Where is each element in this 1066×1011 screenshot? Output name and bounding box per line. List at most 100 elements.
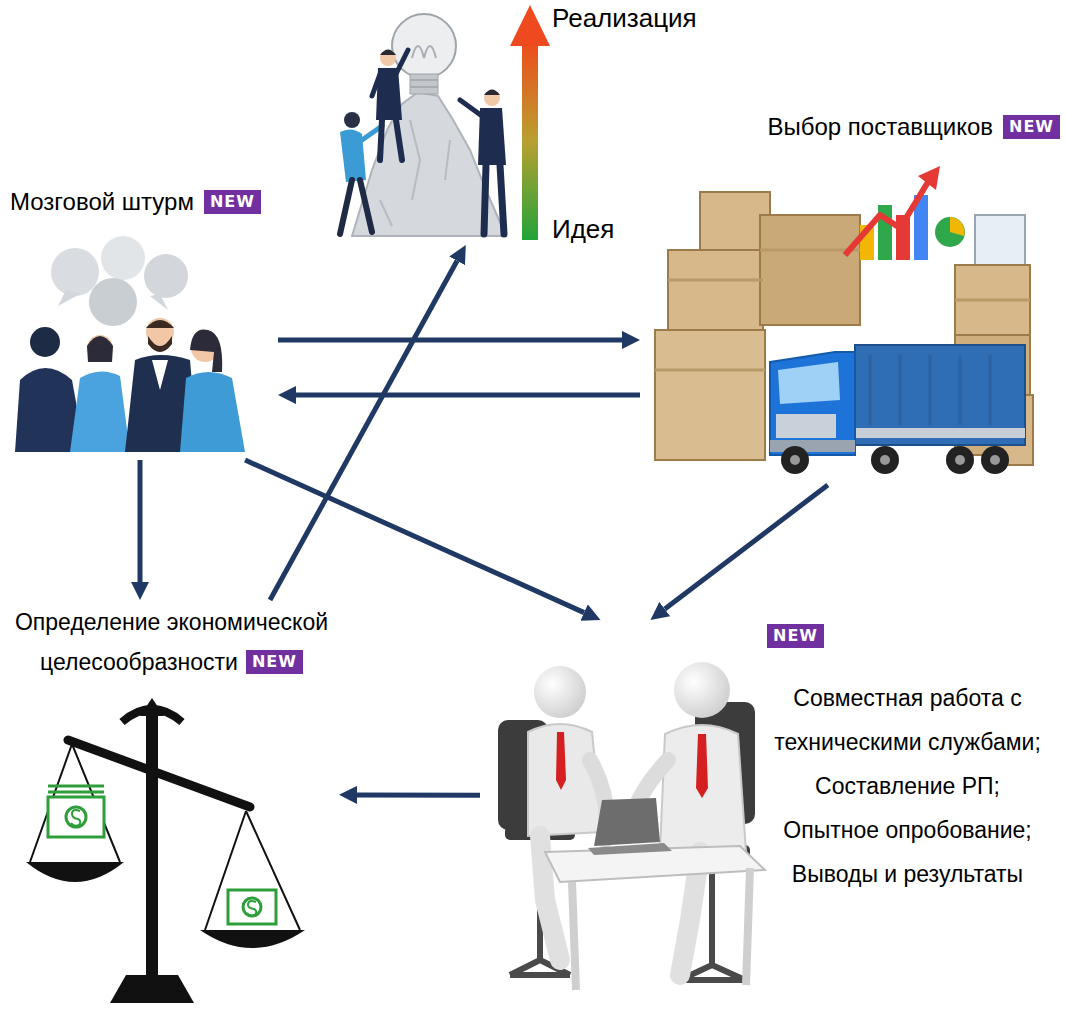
brainstorm-illustration-part [101,236,145,280]
suppliers-illustration-part [950,217,965,236]
balance-scale-illustration-part [48,786,104,792]
node-content: NEWСовместная работа с техническими служ… [480,620,1062,896]
suppliers-illustration-part [955,455,965,465]
suppliers-illustration-part [790,455,800,465]
suppliers-illustration-part [981,446,1009,474]
node-text: Выводы и результаты [792,852,1023,896]
balance-scale-illustration-part [146,714,158,980]
suppliers-illustration-part [770,440,855,452]
balance-scale-illustration-part [48,797,104,837]
brainstorm-illustration-part [89,278,137,326]
node-content: Выбор поставщиков NEW [640,110,1062,144]
idea-illustration-part [380,120,450,226]
idea-illustration-part [410,80,438,87]
joint-work-node: NEWСовместная работа с техническими служ… [480,620,1062,1005]
idea-illustration-part [484,90,500,106]
idea-illustration-part [510,5,550,46]
brainstorm-illustration-part [58,290,168,310]
idea-illustration-part [484,90,500,96]
balance-scale-illustration-part [205,811,300,930]
idea-illustration-part [380,50,396,56]
meeting-illustration-part [660,725,746,852]
meeting-illustration-part [572,868,750,990]
brainstorm-illustration-part [146,320,174,328]
meeting-illustration [498,662,765,990]
brainstorm-illustration-part [70,371,130,452]
idea-illustration-part [412,46,436,58]
suppliers-illustration-part [990,455,1000,465]
node-content: Мозговой штурм NEW [8,185,278,219]
meeting-illustration-part [556,732,566,790]
flow-arrow [245,460,584,613]
idea-illustration-part [484,165,504,234]
balance-scale-illustration-part [110,975,194,1003]
balance-scale-illustration-part [228,890,276,924]
new-badge: NEW [1003,115,1060,139]
brainstorm-illustration-part [30,327,60,357]
idea-illustration-part [380,120,402,160]
balance-scale-illustration-part [140,698,164,716]
suppliers-illustration-part [935,217,965,247]
suppliers-illustration-part [776,414,836,438]
flow-arrow [665,485,828,609]
meeting-illustration-part [674,662,730,718]
brainstorm-node: Мозговой штурм NEW [8,185,278,460]
brainstorm-illustration-part [190,329,222,372]
flow-arrow [296,393,640,398]
meeting-illustration-part [588,843,672,855]
balance-scale-illustration-part [243,898,261,916]
suppliers-illustration-part [880,455,890,465]
idea-illustration-part [344,112,360,128]
brainstorm-illustration-part [144,254,188,298]
suppliers-illustration-part [655,330,765,460]
new-badge: NEW [246,650,303,674]
suppliers-illustration-part [955,265,1030,340]
balance-scale-illustration-part [200,930,305,948]
suppliers-illustration-part [760,215,860,325]
flow-arrow [138,460,143,582]
node-text: Составление РП; [815,764,1000,808]
meeting-illustration-part [696,734,708,798]
balance-scale-illustration [26,698,305,1003]
balance-scale-illustration-part [71,810,80,826]
idea-node: РеализацияИдея [330,2,702,245]
node-text: Идея [552,213,702,245]
suppliers-node: Выбор поставщиков NEW [640,110,1062,485]
idea-illustration-part [352,92,506,236]
economics-node: Определение экономической целесообразнос… [4,600,339,1005]
flow-arrow [278,337,622,342]
idea-illustration-part [460,100,482,116]
brainstorm-illustration-part [87,335,113,361]
suppliers-illustration-part [946,446,974,474]
idea-illustration-part [410,74,438,94]
brainstorm-illustration-part [152,360,168,390]
idea-illustration-part [372,50,408,96]
idea-illustration-part [522,42,538,240]
balance-scale-illustration-part [26,862,124,882]
idea-illustration-part [392,14,456,78]
suppliers-illustration-part [855,428,1025,438]
node-content: Определение экономической целесообразнос… [4,600,339,684]
suppliers-illustration-part [870,355,990,425]
brainstorm-illustration-part [87,336,113,362]
node-text: Мозговой штурм [10,187,194,217]
suppliers-illustration-part [871,446,899,474]
suppliers-illustration-part [845,182,928,255]
flow-arrow [357,792,480,797]
suppliers-illustration-part [770,352,855,455]
brainstorm-illustration-part [180,372,245,452]
new-badge: NEW [204,190,261,214]
brainstorm-illustration-part [51,248,99,296]
node-content: РеализацияИдея [330,2,702,245]
suppliers-illustration [655,166,1033,474]
node-text: Выбор поставщиков [767,112,993,142]
node-text: Опытное опробование; [783,808,1031,852]
node-text: Совместная работа с техническими службам… [755,676,1060,764]
balance-scale-illustration-part [30,744,120,862]
balance-scale-illustration-part [247,901,256,916]
suppliers-illustration-part [918,166,940,190]
brainstorm-illustration-part [148,336,172,352]
